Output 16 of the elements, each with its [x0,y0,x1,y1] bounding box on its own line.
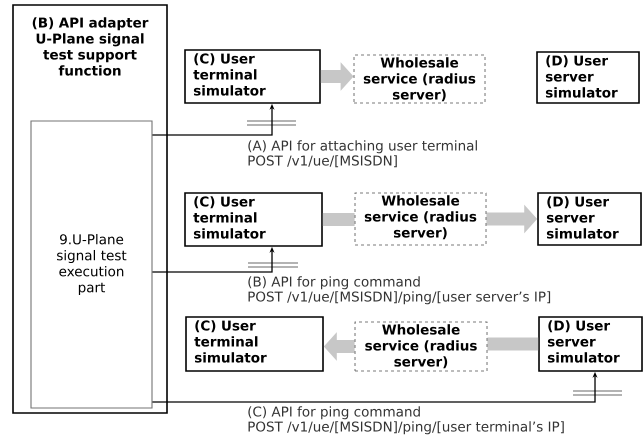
service-box: Wholesale service (radius server) [354,322,488,372]
edge-label: (C) API for ping command [246,405,422,420]
api-path-text: POST /v1/ue/[MSISDN]/ping/[user server’s IP] [248,291,550,304]
simulator-box: (D) User server simulator [538,316,643,372]
api-path-text: POST /v1/ue/[MSISDN]/ping/[user terminal’s IP] [248,421,564,434]
simulator-box: (C) User terminal simulator [185,316,324,372]
execution-part-box: 9.U-Plane signal test execution part [30,120,153,409]
service-box: Wholesale service (radius server) [354,192,486,246]
simulator-box: (D) User server simulator [536,51,640,104]
edge-label: (A) API for attaching user terminal [246,139,480,154]
api-path-text: POST /v1/ue/[MSISDN] [248,155,397,168]
simulator-box: (D) User server simulator [537,192,642,246]
simulator-box: (C) User terminal simulator [184,192,323,247]
simulator-box: (C) User terminal simulator [184,49,321,104]
edge-label: (B) API for ping command [246,275,422,290]
service-box: Wholesale service (radius server) [354,54,486,104]
